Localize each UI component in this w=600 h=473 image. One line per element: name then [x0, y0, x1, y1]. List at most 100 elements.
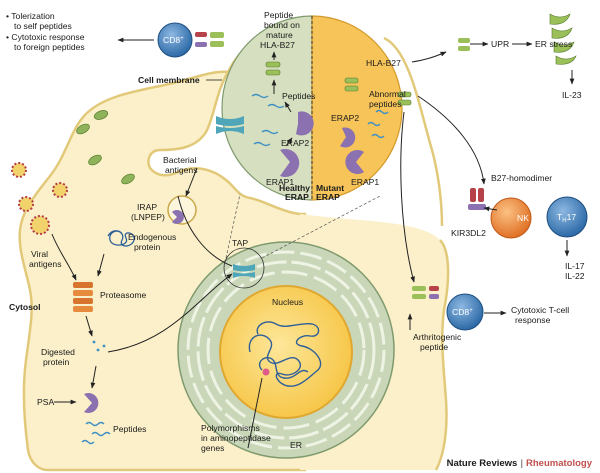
- tap-transporter-icon: [233, 264, 255, 278]
- polymorphisms-label: Polymorphisms: [201, 423, 260, 433]
- peptide-healthy-icon-4: [267, 103, 285, 109]
- proteasome-label: Proteasome: [100, 290, 147, 300]
- cd8-top-label: CD8+: [163, 35, 184, 45]
- peptide-abnormal-icon: [367, 121, 381, 127]
- cell-membrane-right: [434, 239, 450, 471]
- zoom-line-right: [261, 195, 381, 259]
- mutant-erap-label: Mutant: [316, 183, 344, 193]
- er-band-3: [206, 270, 366, 430]
- th17-cell-icon: [546, 196, 588, 238]
- figure-credit: Nature Reviews|Rheumatology: [447, 458, 592, 469]
- irap-label: IRAP: [137, 202, 157, 212]
- endogenous-protein-icon: [107, 230, 135, 247]
- cytotoxic-response-label: • Cytotoxic response: [6, 32, 85, 42]
- tolerization-label-2: to self peptides: [14, 21, 72, 31]
- er-stress-organelle-icon: [549, 13, 577, 65]
- psa-label: PSA: [37, 397, 54, 407]
- th17-label: TH17: [557, 212, 576, 224]
- digested-protein-label-2: protein: [43, 357, 69, 367]
- virus-icon: [11, 162, 68, 235]
- peptide-bound-label: Peptide: [264, 10, 293, 20]
- peptide-healthy-icon: [251, 93, 269, 99]
- erap1-mutant-label: ERAP1: [351, 177, 379, 187]
- endogenous-protein-label: Endogenous: [128, 232, 176, 242]
- nk-cell-icon: [490, 197, 532, 239]
- cd8-tcell-top-icon: [157, 22, 193, 58]
- peptide-healthy-icon-3: [253, 141, 271, 147]
- polymorphisms-label-3: genes: [201, 443, 224, 453]
- cell-membrane-label: Cell membrane: [138, 75, 200, 85]
- digested-protein-icon: [92, 340, 106, 352]
- publisher-name: Nature Reviews: [446, 458, 518, 469]
- cytotoxic-response-label-2: to foreign peptides: [14, 42, 85, 52]
- polymorphism-marker: [262, 368, 270, 376]
- bacteria-icon: [76, 110, 135, 185]
- irap-icon: [172, 210, 184, 224]
- nucleus: [219, 285, 353, 419]
- erap1-mutant-icon: [345, 149, 364, 174]
- erap2-mutant-label: ERAP2: [331, 113, 359, 123]
- dna-strand: [248, 321, 322, 387]
- cytosol-label: Cytosol: [9, 302, 41, 312]
- peptides-top-label: Peptides: [282, 91, 315, 101]
- credit-separator: |: [520, 458, 524, 469]
- viral-antigens-label-2: antigens: [29, 259, 62, 269]
- il17-label: IL-17: [565, 261, 585, 271]
- peptides-bottom-icon: [81, 421, 111, 445]
- cd8-tcell-bottom-icon: [446, 293, 484, 331]
- er-band-1: [186, 250, 386, 450]
- polymorphisms-label-2: in aminopeptidase: [201, 433, 271, 443]
- il22-label: IL-22: [565, 271, 585, 281]
- mutant-erap-label-2: ERAP: [316, 192, 340, 202]
- bacterial-antigens-label: Bacterial: [163, 155, 197, 165]
- tcr-hla-complex-bottom-icon: [412, 286, 439, 299]
- arrows: [51, 37, 575, 449]
- bacterial-antigens-label-2: antigens: [165, 165, 198, 175]
- hla-b27-label: HLA-B27: [366, 58, 401, 68]
- peptide-abnormal-icon-3: [375, 109, 389, 115]
- hla-b27-mutant-icon: [344, 77, 359, 92]
- mutant-erap-half: [311, 15, 403, 201]
- cytotoxic-tcell-label: Cytotoxic T-cell: [511, 305, 569, 315]
- nk-label: NK: [517, 213, 529, 223]
- peptide-bound-label-2: bound on: [264, 20, 300, 30]
- upr-label: UPR: [491, 39, 509, 49]
- kir3dl2-label: KIR3DL2: [451, 228, 486, 238]
- er-stress-label: ER stress: [535, 39, 572, 49]
- healthy-erap-label: Healthy: [279, 183, 310, 193]
- viral-antigens-label: Viral: [31, 249, 48, 259]
- erap1-healthy-icon: [280, 149, 300, 177]
- erap2-mutant-icon: [340, 127, 356, 148]
- tap-zoom-circle: [223, 247, 265, 289]
- erap2-healthy-icon: [296, 111, 314, 136]
- hla-b27-abnormal-icon: [397, 91, 412, 106]
- peptide-healthy-icon-2: [261, 129, 279, 135]
- nucleus-label: Nucleus: [272, 297, 303, 307]
- peptides-bottom-label: Peptides: [113, 424, 146, 434]
- arthritogenic-label: Arthritogenic: [413, 332, 462, 342]
- peptide-bound-label-4: HLA-B27: [260, 40, 295, 50]
- hla-b27-healthy-icon: [265, 61, 281, 76]
- tap-transporter-inset-icon: [216, 116, 244, 134]
- abnormal-peptides-label: Abnormal: [369, 89, 406, 99]
- er-label: ER: [290, 440, 302, 450]
- b27-homodimer-icon: [468, 188, 486, 210]
- irap-label-2: (LNPEP): [131, 212, 165, 222]
- abnormal-peptides-label-2: peptides: [369, 99, 402, 109]
- b27-homodimer-label: B27-homodimer: [491, 173, 552, 183]
- er-band-2: [196, 260, 376, 440]
- tap-label: TAP: [232, 238, 248, 248]
- il23-label: IL-23: [562, 90, 582, 100]
- psa-icon: [84, 392, 99, 414]
- digested-protein-label: Digested: [41, 347, 75, 357]
- healthy-erap-label-2: ERAP: [285, 192, 309, 202]
- erap2-healthy-label: ERAP2: [281, 138, 309, 148]
- journal-name: Rheumatology: [526, 458, 592, 469]
- cell-membrane-top-right: [383, 36, 444, 227]
- peptide-abnormal-icon-2: [371, 133, 385, 139]
- erap1-healthy-label: ERAP1: [266, 177, 294, 187]
- hla-misfolded-icon: [458, 38, 470, 51]
- arthritogenic-label-2: peptide: [420, 342, 448, 352]
